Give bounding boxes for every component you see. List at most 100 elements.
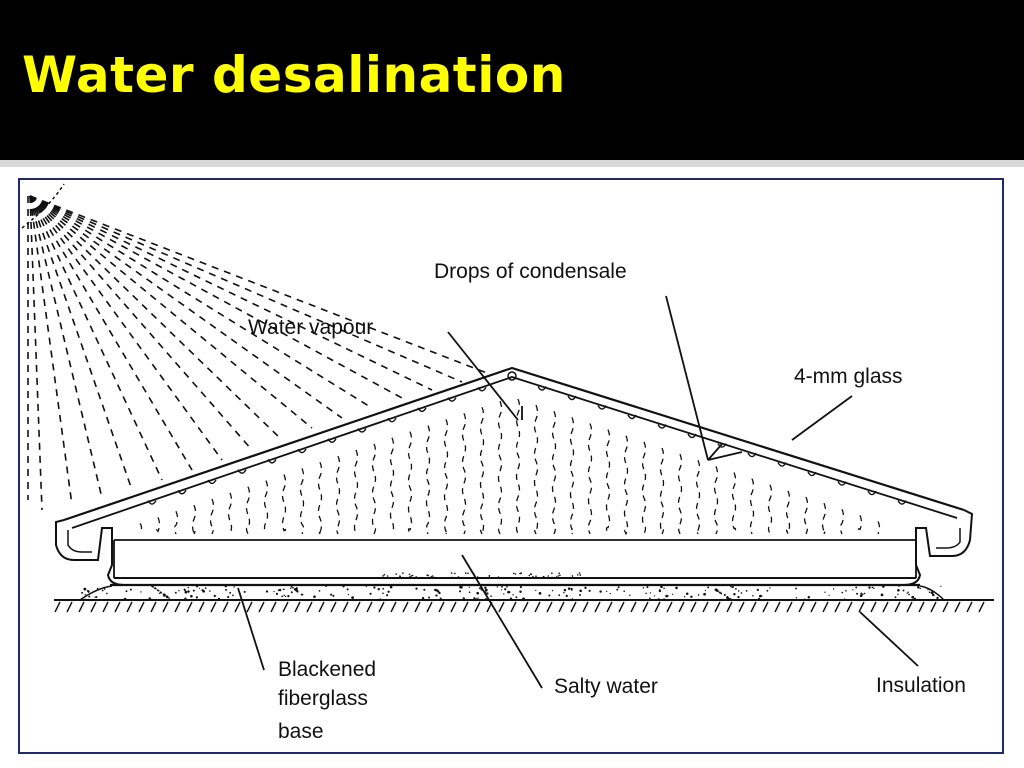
insulation-speck	[168, 597, 170, 599]
sun-ray	[29, 195, 73, 506]
insulation-speck	[227, 596, 230, 599]
insulation-speck	[629, 594, 631, 596]
insulation-speck	[685, 592, 689, 596]
left-trough	[55, 519, 152, 586]
ground-hatch	[186, 601, 193, 613]
ground-hatch	[102, 601, 109, 613]
insulation-speck	[860, 592, 863, 595]
insulation-speck	[243, 590, 246, 593]
insulation-speck	[506, 585, 508, 588]
ground-hatch	[114, 601, 121, 613]
condensate-drop	[447, 397, 457, 402]
insulation-speck	[476, 576, 479, 578]
insulation-speck	[841, 591, 844, 594]
insulation-speck	[275, 592, 278, 595]
insulation-speck	[571, 589, 573, 591]
ground-hatch	[378, 601, 385, 613]
insulation-speck	[88, 595, 91, 598]
sun-ray	[29, 195, 193, 471]
insulation-speck	[204, 587, 207, 589]
insulation-speck	[383, 573, 386, 576]
insulation-speck	[572, 576, 574, 579]
ground-hatch	[474, 601, 481, 613]
sun-ray	[29, 195, 43, 511]
condensate-drop	[267, 458, 277, 464]
insulation-speck	[479, 587, 481, 590]
insulation-speck	[165, 595, 169, 599]
insulation-layer	[81, 572, 942, 601]
insulation-speck	[401, 576, 404, 579]
insulation-speck	[936, 596, 939, 600]
insulation-speck	[828, 594, 830, 596]
insulation-speck	[140, 591, 142, 593]
ground-hatch	[330, 601, 337, 613]
condensate-drop	[747, 452, 757, 458]
insulation-speck	[184, 590, 188, 594]
insulation-speck	[908, 593, 910, 596]
insulation-speck	[503, 593, 505, 595]
insulation-speck	[96, 587, 99, 590]
insulation-speck	[911, 595, 915, 599]
vapour-line	[785, 490, 791, 535]
label-blackened-base-1: Blackened	[278, 658, 376, 681]
insulation-speck	[740, 592, 743, 594]
ground-hatch	[90, 601, 97, 613]
insulation-speck	[795, 597, 798, 599]
insulation-speck	[649, 592, 652, 594]
insulation-speck	[535, 575, 537, 577]
insulation-speck	[332, 594, 335, 597]
label-blackened-base-3: base	[278, 720, 324, 743]
vapour-line	[533, 404, 539, 535]
ground-hatch	[690, 601, 697, 613]
insulation-speck	[81, 591, 84, 594]
insulation-speck	[873, 587, 875, 590]
ground-hatch	[426, 601, 433, 613]
ground-hatch	[642, 601, 649, 613]
condensate-drop	[477, 386, 487, 392]
insulation-speck	[473, 576, 475, 579]
insulation-speck	[509, 576, 512, 579]
ground-hatch	[978, 601, 985, 613]
sun-ray	[29, 195, 373, 409]
ground-hatching	[54, 601, 985, 613]
insulation-speck	[225, 588, 227, 591]
ground-hatch	[726, 601, 733, 613]
insulation-speck	[415, 576, 418, 578]
ground-hatch	[894, 601, 901, 613]
insulation-speck	[277, 589, 280, 592]
vapour-line	[497, 400, 503, 535]
ground-hatch	[222, 601, 229, 613]
insulation-speck	[859, 594, 863, 597]
insulation-speck	[579, 589, 582, 593]
vapour-line	[767, 484, 773, 535]
vapour-line	[641, 441, 647, 535]
insulation-speck	[660, 585, 663, 589]
ground-hatch	[606, 601, 613, 613]
insulation-speck	[87, 590, 90, 593]
insulation-speck	[716, 589, 719, 593]
insulation-speck	[519, 590, 522, 594]
insulation-speck	[195, 596, 199, 599]
condensate-drop	[597, 405, 607, 410]
ground-hatch	[258, 601, 265, 613]
insulation-speck	[535, 589, 537, 592]
condensate-drop	[567, 395, 577, 401]
condensate-drop	[837, 481, 847, 486]
insulation-speck	[528, 574, 531, 577]
vapour-line	[749, 478, 755, 535]
insulation-speck	[382, 592, 384, 595]
condensate-drop	[147, 500, 157, 505]
condensate-drop	[687, 433, 697, 439]
sun-rays	[27, 195, 493, 511]
ground-hatch	[882, 601, 889, 613]
insulation-speck	[579, 594, 581, 596]
insulation-speck	[295, 589, 299, 592]
insulation-speck	[547, 575, 549, 577]
insulation-speck	[902, 589, 905, 592]
ground-hatch	[930, 601, 937, 613]
insulation-speck	[490, 595, 492, 598]
insulation-speck	[501, 586, 503, 588]
sun-ray	[29, 195, 343, 419]
insulation-speck	[301, 593, 304, 596]
insulation-speck	[898, 585, 900, 587]
